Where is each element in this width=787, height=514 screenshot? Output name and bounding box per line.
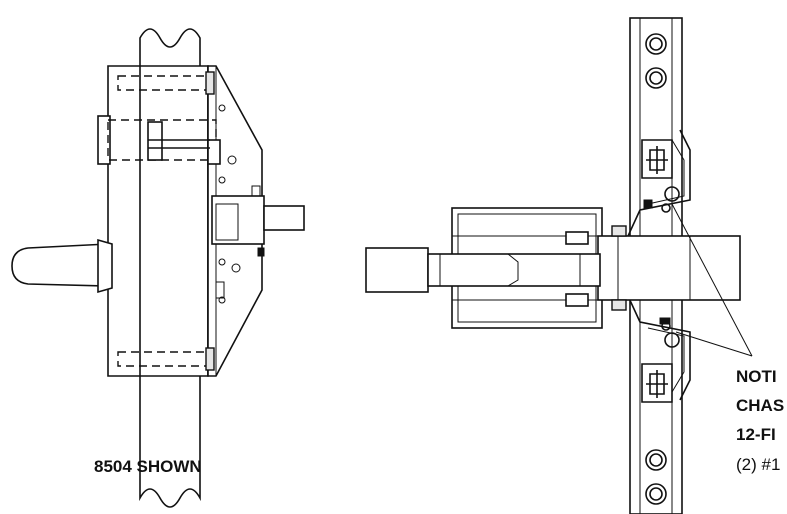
spindle (365, 247, 429, 293)
outside-trim-plate (107, 65, 209, 377)
left-caption: 8504 SHOWN (94, 457, 202, 476)
latch-bolt (263, 205, 305, 231)
leader-lines (671, 203, 753, 357)
hub (597, 235, 741, 301)
note-line-4: (2) #1 (736, 455, 780, 474)
note-line-1: NOTI (736, 367, 777, 386)
note-line-3: 12-FI (736, 425, 776, 444)
cylinder-body (97, 115, 111, 165)
lever-handle (11, 243, 109, 287)
top-view-drawing (365, 17, 741, 514)
side-view-drawing (11, 28, 305, 508)
note-line-2: CHAS (736, 396, 784, 415)
